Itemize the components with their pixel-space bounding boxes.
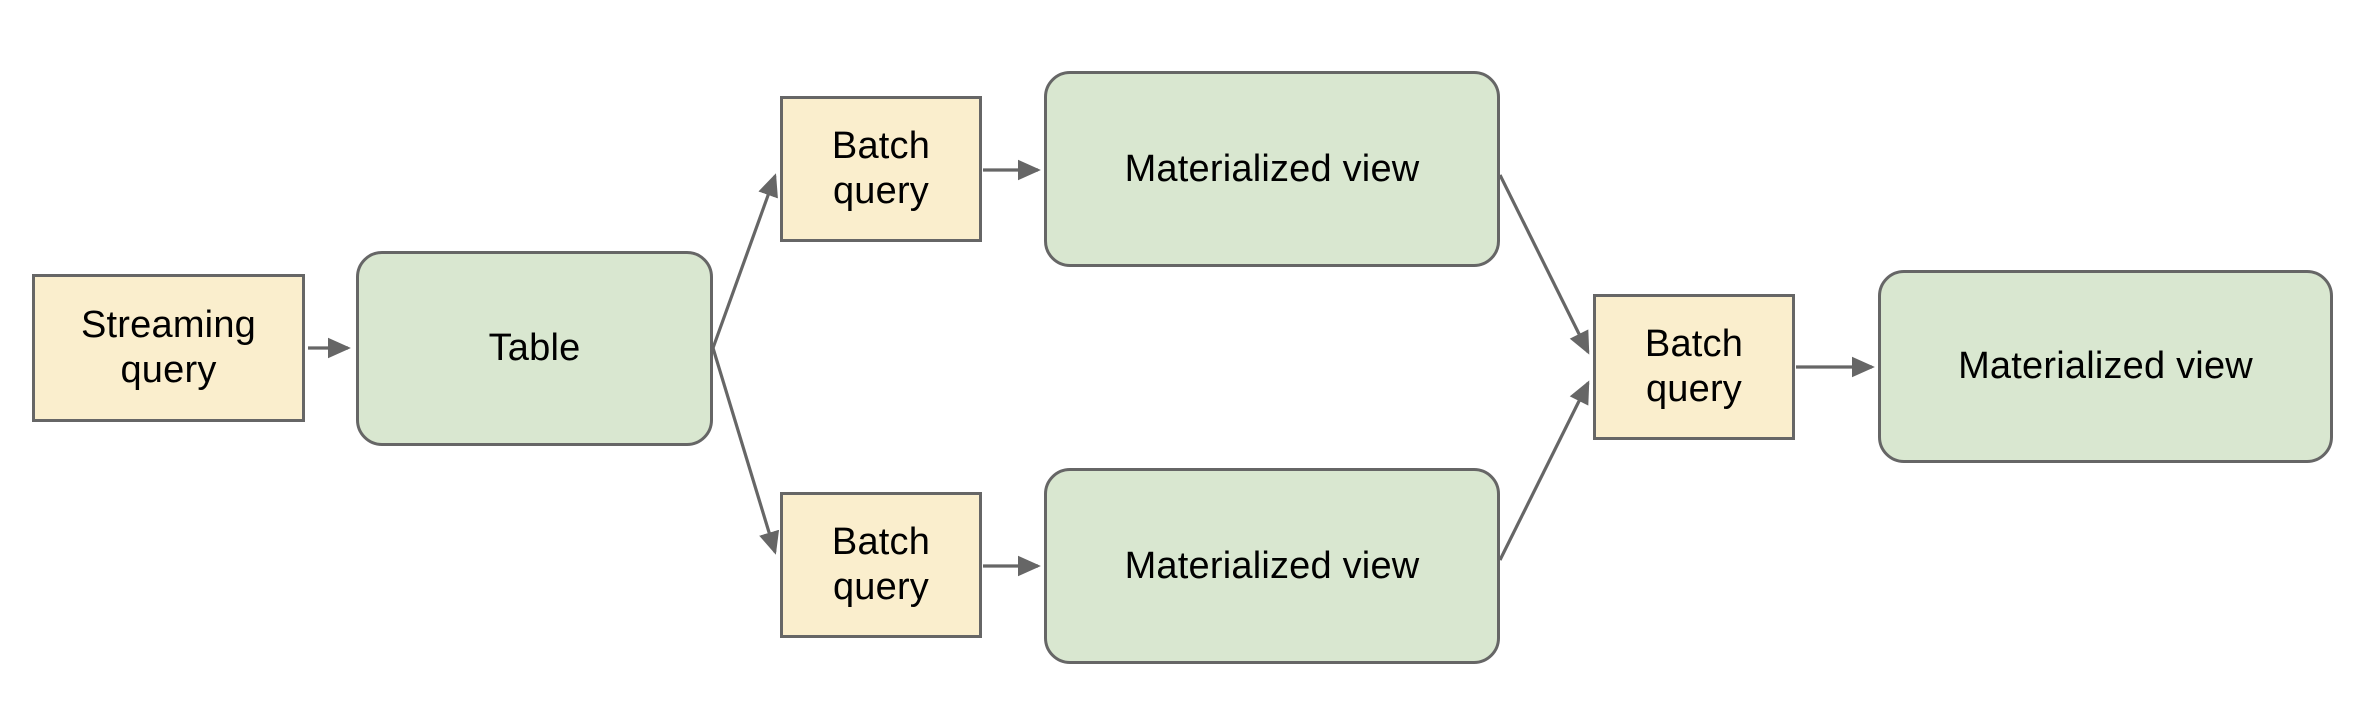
node-materialized-view-final[interactable]: Materialized view <box>1878 270 2333 463</box>
edge-mv-bottom-to-merge <box>1498 380 1590 561</box>
node-streaming-query-label: Streaming query <box>81 304 256 391</box>
node-batch-query-top[interactable]: Batch query <box>780 96 982 242</box>
node-table-label: Table <box>488 327 581 370</box>
node-materialized-view-final-label: Materialized view <box>1958 345 2253 388</box>
node-batch-query-top-label: Batch query <box>831 125 931 212</box>
edge-mv-top-to-merge <box>1498 174 1590 355</box>
node-materialized-view-bottom[interactable]: Materialized view <box>1044 468 1500 664</box>
node-batch-query-bottom-label: Batch query <box>831 521 931 608</box>
node-materialized-view-top[interactable]: Materialized view <box>1044 71 1500 267</box>
edge-table-to-batch-bottom <box>711 347 780 555</box>
node-materialized-view-bottom-label: Materialized view <box>1124 544 1420 587</box>
edge-table-to-batch-top <box>711 173 778 349</box>
node-batch-query-bottom[interactable]: Batch query <box>780 492 982 638</box>
node-batch-query-merge-label: Batch query <box>1644 323 1744 410</box>
node-materialized-view-top-label: Materialized view <box>1124 147 1420 190</box>
node-streaming-query[interactable]: Streaming query <box>32 274 305 422</box>
node-batch-query-merge[interactable]: Batch query <box>1593 294 1795 440</box>
node-table[interactable]: Table <box>356 251 713 446</box>
